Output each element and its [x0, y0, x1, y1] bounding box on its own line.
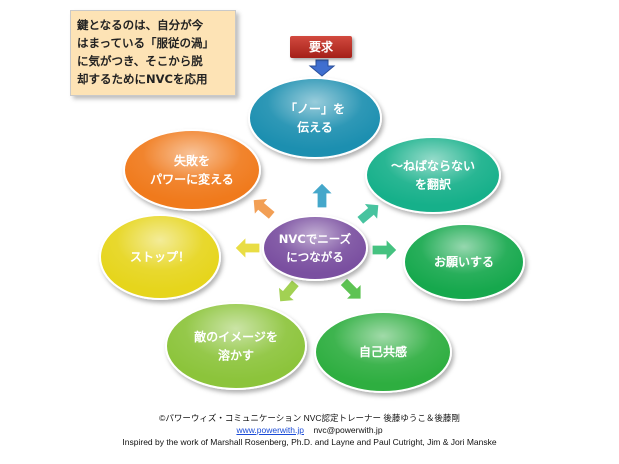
key-note-box: 鍵となるのは、自分が今 はまっている「服従の渦」 に気がつき、そこから脱 却する…	[70, 10, 236, 96]
website-link[interactable]: www.powerwith.jp	[236, 425, 304, 435]
flow-arrow-icon	[371, 237, 398, 263]
flow-arrow-icon	[277, 278, 301, 303]
cycle-node-6: ストップ！	[99, 214, 221, 300]
cycle-node-4: 自己共感	[314, 311, 452, 393]
flow-arrow-icon	[339, 277, 362, 300]
cycle-node-2-label: ～ねばならない	[391, 158, 475, 173]
flow-arrow-icon	[234, 235, 261, 261]
cycle-node-6-label: ストップ！	[130, 249, 190, 264]
cycle-node-3-label: お願いする	[434, 255, 494, 269]
cycle-node-1-label: 伝える	[297, 120, 333, 135]
center-node-label: NVCでニーズ	[279, 232, 352, 246]
cycle-node-7-label: 失敗を	[174, 153, 210, 168]
cycle-node-1-label: 「ノー」を	[285, 101, 345, 116]
flow-arrow-icon	[252, 197, 277, 221]
footer-inspired: Inspired by the work of Marshall Rosenbe…	[122, 437, 497, 447]
cycle-node-3: お願いする	[403, 223, 525, 301]
flow-arrow-icon	[309, 182, 335, 209]
cycle-node-5-label: 敵のイメージを	[194, 329, 278, 344]
note-line: 却するためにNVCを応用	[77, 72, 208, 86]
cycle-node-5-label: 溶かす	[218, 348, 254, 363]
note-line: に気がつき、そこから脱	[77, 54, 203, 68]
demand-arrow-icon	[308, 59, 336, 77]
cycle-node-4-label: 自己共感	[359, 344, 407, 359]
flow-arrow-icon	[355, 202, 380, 226]
cycle-node-7-label: パワーに変える	[150, 172, 234, 187]
center-node-label: につながる	[286, 250, 344, 264]
cycle-node-2-label: を翻訳	[415, 177, 452, 192]
note-line: 鍵となるのは、自分が今	[77, 18, 204, 32]
footer-credit: ©パワーウィズ・コミュニケーション NVC認定トレーナー 後藤ゆうこ＆後藤剛	[159, 413, 460, 423]
email-text: nvc@powerwith.jp	[313, 425, 383, 435]
footer-contact: www.powerwith.jp nvc@powerwith.jp	[0, 425, 619, 436]
note-line: はまっている「服従の渦」	[77, 36, 214, 50]
demand-label: 要求	[290, 36, 352, 58]
